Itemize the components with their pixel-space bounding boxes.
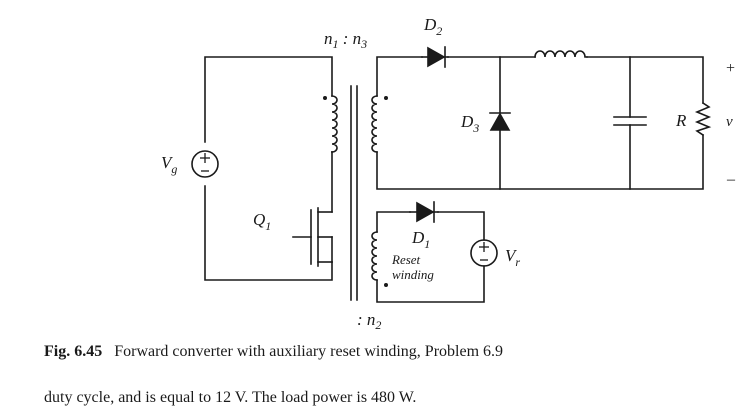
- caption-text: Forward converter with auxiliary reset w…: [114, 343, 504, 360]
- primary-wire: [204, 56, 333, 143]
- reset-dot: [384, 283, 388, 287]
- secondary-wire: [376, 56, 704, 104]
- label-v: v: [726, 114, 733, 130]
- vr-source: [470, 239, 498, 267]
- secondary-winding: [371, 95, 378, 153]
- figure-caption: Fig. 6.45 Forward converter with auxiliar…: [44, 343, 503, 361]
- diode-d3: [489, 56, 511, 190]
- label-d3: D3: [460, 112, 479, 135]
- body-paragraph: duty cycle, and is equal to 12 V. The lo…: [44, 389, 417, 406]
- reset-winding: [371, 231, 378, 281]
- vg-source: [191, 150, 219, 178]
- figure-number: Fig. 6.45: [44, 343, 103, 360]
- output-inductor: [534, 50, 588, 58]
- mosfet-q1: [292, 207, 333, 267]
- diode-d2: [421, 46, 449, 68]
- circuit-figure: Vg n1 : n3 D2 D3 Q1 D1 R v + – Vr Reset …: [161, 15, 736, 332]
- diode-d1: [409, 201, 439, 223]
- secondary-return: [376, 134, 704, 190]
- label-turns-ratio: n1 : n3: [324, 29, 367, 51]
- label-n2: : n2: [357, 310, 381, 332]
- primary-wire-lower: [204, 151, 333, 281]
- primary-winding: [331, 95, 338, 153]
- label-vr: Vr: [505, 246, 520, 269]
- label-q1: Q1: [253, 210, 271, 233]
- label-minus: –: [726, 171, 736, 188]
- label-reset-line1: Reset: [391, 252, 421, 267]
- label-plus: +: [726, 60, 735, 77]
- secondary-dot: [384, 96, 388, 100]
- circuit-diagram: Vg n1 : n3 D2 D3 Q1 D1 R v + – Vr Reset …: [161, 15, 736, 332]
- label-d2: D2: [423, 15, 442, 38]
- load-resistor: [694, 101, 712, 137]
- reset-wire: [376, 211, 485, 303]
- primary-dot: [323, 96, 327, 100]
- label-d1: D1: [411, 228, 430, 251]
- label-vg: Vg: [161, 153, 177, 176]
- label-r: R: [675, 111, 687, 130]
- label-reset-line2: winding: [392, 267, 434, 282]
- output-capacitor: [613, 56, 647, 190]
